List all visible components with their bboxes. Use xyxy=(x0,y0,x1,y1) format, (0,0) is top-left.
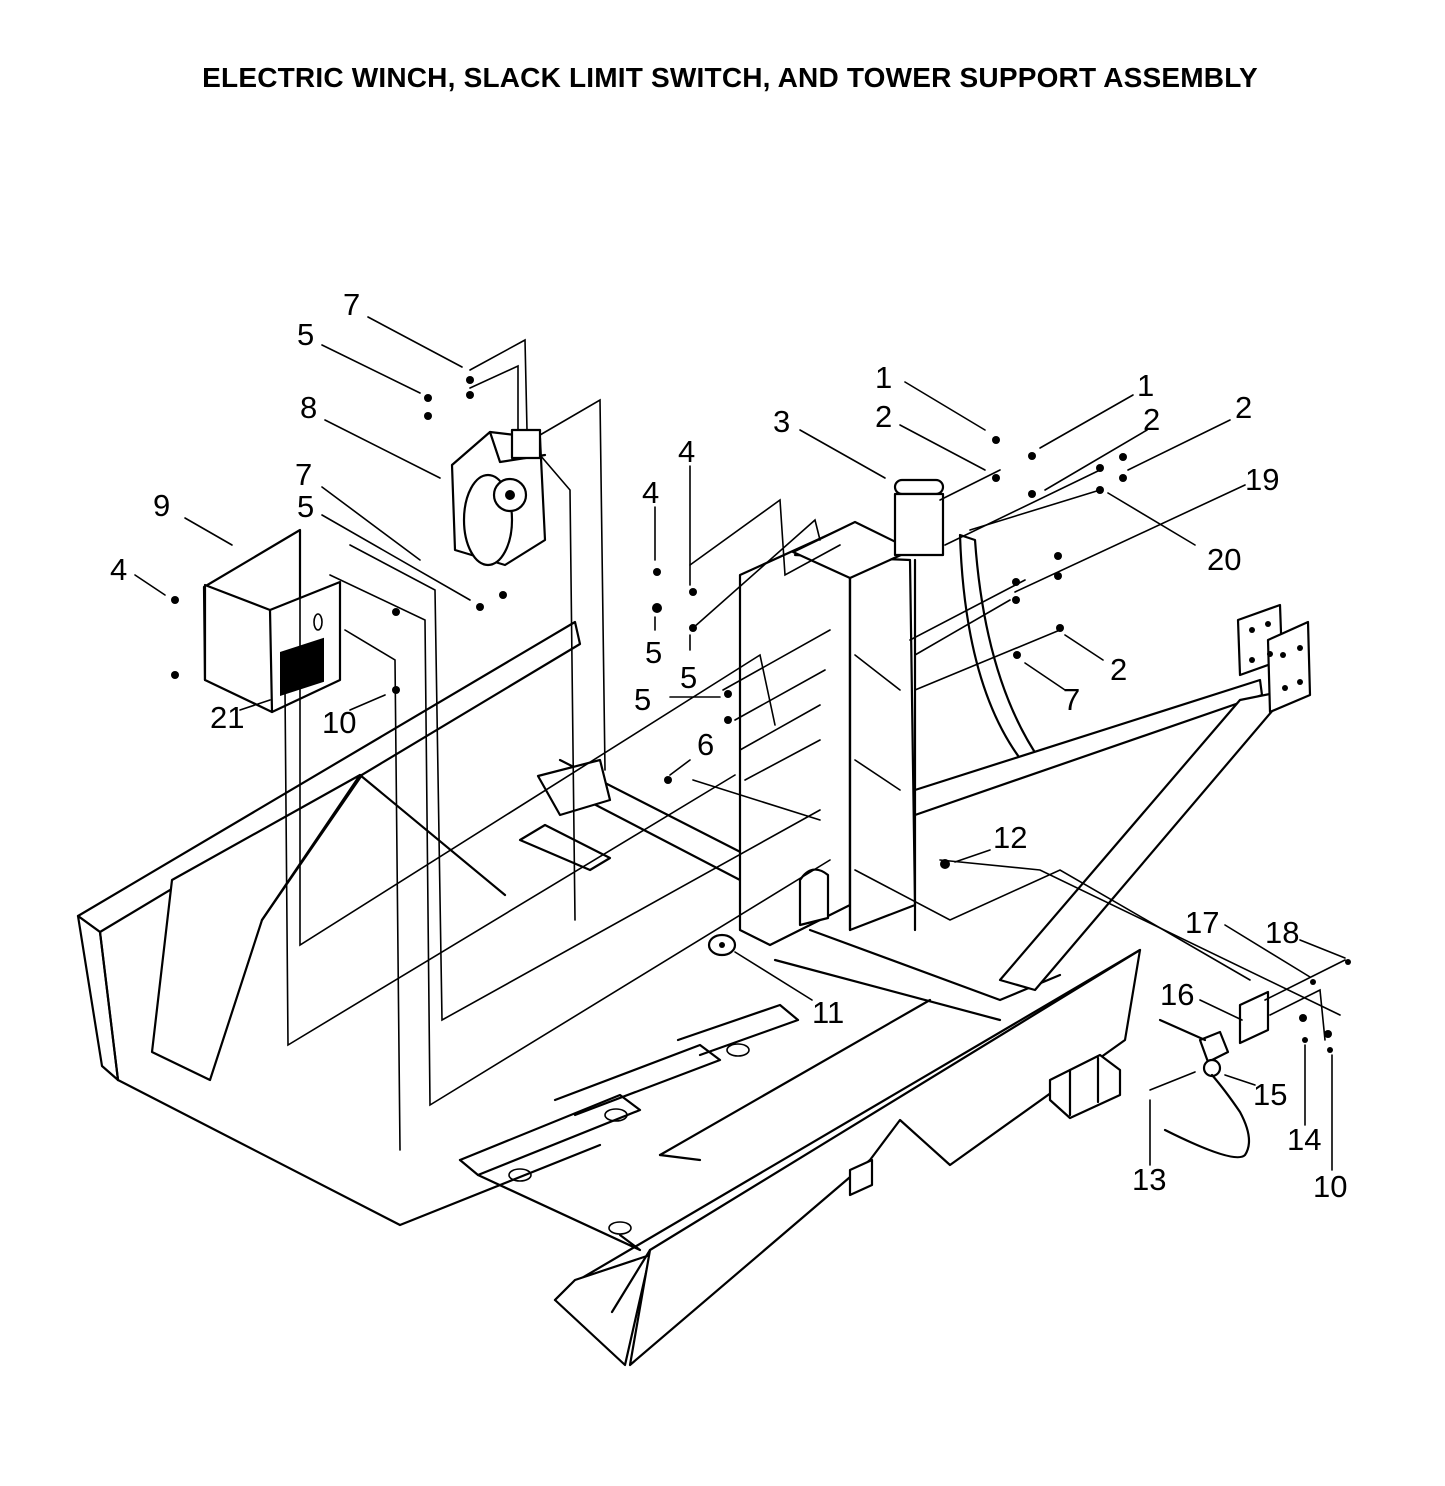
callout-9: 9 xyxy=(153,488,170,523)
diagram-title: ELECTRIC WINCH, SLACK LIMIT SWITCH, AND … xyxy=(202,62,1258,93)
callout-17: 17 xyxy=(1185,905,1219,940)
truck-bed xyxy=(76,620,1142,1367)
callout-4: 4 xyxy=(678,434,695,469)
callout-5: 5 xyxy=(297,489,314,524)
callout-1: 1 xyxy=(1137,368,1154,403)
switch-box xyxy=(202,528,342,714)
callout-5: 5 xyxy=(297,317,314,352)
callout-4: 4 xyxy=(110,552,127,587)
callout-2: 2 xyxy=(875,399,892,434)
guide-lines xyxy=(284,338,1346,1151)
callout-7: 7 xyxy=(1063,682,1080,717)
slack-limit-switch xyxy=(1158,990,1270,1159)
callout-8: 8 xyxy=(300,390,317,425)
callout-10: 10 xyxy=(1313,1169,1347,1204)
electric-winch xyxy=(450,428,547,567)
callout-2: 2 xyxy=(1143,402,1160,437)
callout-13: 13 xyxy=(1132,1162,1166,1197)
callout-20: 20 xyxy=(1207,542,1241,577)
callout-18: 18 xyxy=(1265,915,1299,950)
callout-5: 5 xyxy=(634,682,651,717)
callout-21: 21 xyxy=(210,700,244,735)
callout-7: 7 xyxy=(295,457,312,492)
callout-2: 2 xyxy=(1110,652,1127,687)
callout-14: 14 xyxy=(1287,1122,1321,1157)
callout-1: 1 xyxy=(875,360,892,395)
fasteners xyxy=(171,376,1351,1053)
leader-lines xyxy=(134,316,1346,1171)
callout-16: 16 xyxy=(1160,977,1194,1012)
callout-10: 10 xyxy=(322,705,356,740)
callout-15: 15 xyxy=(1253,1077,1287,1112)
callout-11: 11 xyxy=(812,995,844,1030)
callout-7: 7 xyxy=(343,287,360,322)
callout-4: 4 xyxy=(642,475,659,510)
callout-numbers: 7 5 8 7 5 9 4 21 10 4 4 5 5 5 6 3 1 2 1 … xyxy=(110,287,1347,1204)
callout-2: 2 xyxy=(1235,390,1252,425)
callout-5: 5 xyxy=(680,660,697,695)
callout-19: 19 xyxy=(1245,462,1279,497)
callout-5: 5 xyxy=(645,635,662,670)
callout-6: 6 xyxy=(697,727,714,762)
callout-12: 12 xyxy=(993,820,1027,855)
callout-3: 3 xyxy=(773,404,790,439)
